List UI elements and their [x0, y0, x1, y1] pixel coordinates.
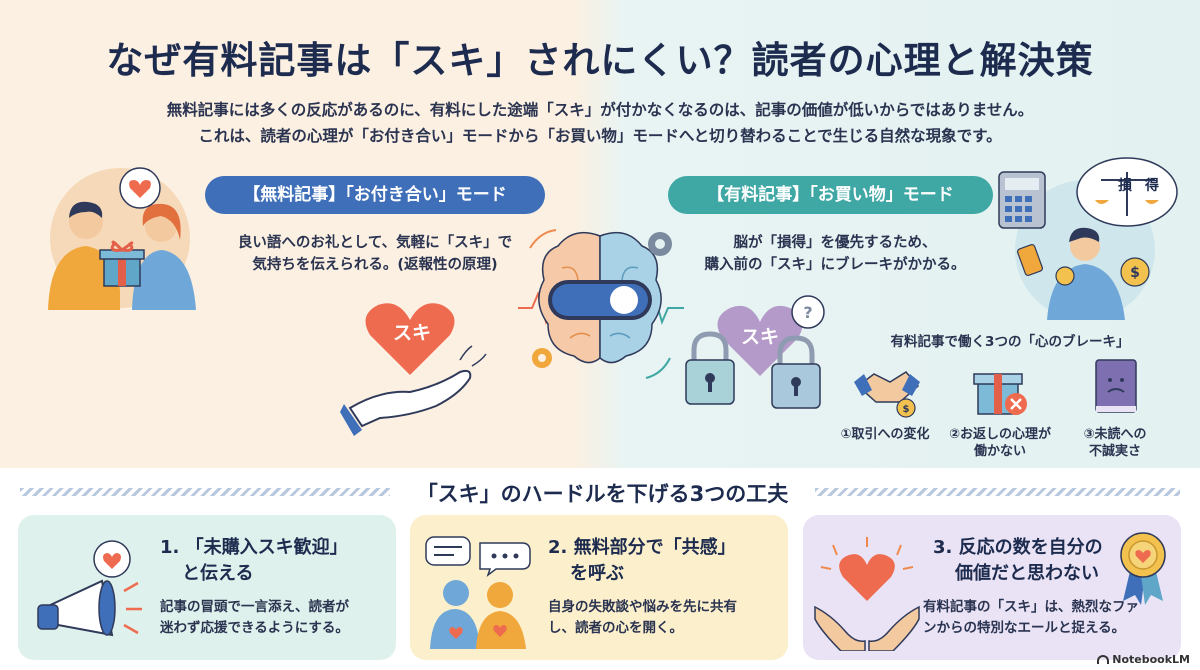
shopper-illustration: $ — [998, 157, 1178, 320]
svg-text:$: $ — [1130, 265, 1140, 281]
brake-3-line-1: ③未読への — [1083, 427, 1147, 442]
tip-3-body-line-1: 有料記事の「スキ」は、熱烈なファ — [923, 599, 1139, 615]
tip-1-title-line-2: と伝える — [182, 563, 254, 584]
megaphone-icon — [37, 540, 142, 637]
sad-book-icon — [1095, 359, 1137, 413]
brake-item-3: ③未読への 不誠実さ — [1065, 426, 1165, 460]
brakes-title: 有料記事で働く3つの「心のブレーキ」 — [890, 334, 1130, 350]
scale-left-label: 損 — [1118, 178, 1132, 194]
tip-3-body: 有料記事の「スキ」は、熱烈なファ ンからの特別なエールと捉える。 — [923, 597, 1175, 639]
scale-right-label: 得 — [1145, 178, 1159, 194]
paid-desc-line-2: 購入前の「スキ」にブレーキがかかる。 — [704, 257, 966, 273]
intro-line-1: 無料記事には多くの反応があるのに、有料にした途端「スキ」が付かなくなるのは、記事… — [166, 101, 1034, 119]
tip-3-title: 3. 反応の数を自分の 価値だと思わない — [933, 535, 1123, 587]
tip-3-body-line-2: ンからの特別なエールと捉える。 — [923, 620, 1126, 636]
brand-name: NotebookLM — [1112, 653, 1190, 666]
tip-1-title-line-1: 1. 「未購入スキ歓迎」 — [160, 537, 348, 558]
free-desc-line-1: 良い語へのお礼として、気軽に「スキ」で — [237, 235, 513, 251]
gift-declined-icon — [973, 373, 1027, 415]
brake-2-line-1: ②お返しの心理が — [948, 427, 1051, 442]
brake-3-line-2: 不誠実さ — [1088, 444, 1141, 459]
intro-line-2: これは、読者の心理が「お付き合い」モードから「お買い物」モードへと切り替わること… — [198, 127, 1002, 145]
medal-icon — [1120, 532, 1166, 605]
tips-title: 「スキ」のハードルを下げる3つの工夫 — [416, 482, 789, 506]
notebooklm-logo-icon — [1097, 655, 1110, 664]
tip-1-body: 記事の冒頭で一言添え、読者が 迷わず応援できるようにする。 — [160, 597, 392, 639]
tip-3-title-line-2: 価値だと思わない — [955, 563, 1099, 584]
tip-2-title-line-1: 2. 無料部分で「共感」 — [548, 537, 736, 558]
tip-1-body-line-2: 迷わず応援できるようにする。 — [160, 620, 349, 636]
page-title: なぜ有料記事は「スキ」されにくい？読者の心理と解決策 — [106, 39, 1094, 82]
gift-exchange-illustration — [48, 167, 196, 310]
tip-card-2: 2. 無料部分で「共感」 を呼ぶ 自身の失敗談や悩みを先に共有 し、読者の心を開… — [410, 515, 788, 660]
svg-text:?: ? — [803, 303, 812, 322]
tip-2-body: 自身の失敗談や悩みを先に共有 し、読者の心を開く。 — [548, 597, 784, 639]
tip-2-title-line-2: を呼ぶ — [570, 563, 624, 584]
empathy-people-icon — [425, 536, 531, 649]
tip-3-title-line-1: 3. 反応の数を自分の — [933, 537, 1103, 558]
brand-footer: NotebookLM — [1097, 653, 1190, 666]
paid-heart-label: スキ — [740, 326, 779, 348]
heart-on-hand-illustration — [340, 303, 487, 436]
free-mode-description: 良い語へのお礼として、気軽に「スキ」で 気持ちを伝えられる。(返報性の原理) — [215, 232, 535, 276]
decorative-stripe-left — [20, 488, 390, 496]
tip-1-title: 1. 「未購入スキ歓迎」 と伝える — [160, 535, 390, 587]
paid-mode-pill: 【有料記事】「お買い物」モード — [668, 176, 993, 214]
tip-2-title: 2. 無料部分で「共感」 を呼ぶ — [548, 535, 783, 587]
brake-2-line-2: 働かない — [973, 444, 1026, 459]
brake-1-line-1: ①取引への変化 — [840, 427, 930, 442]
paid-mode-description: 脳が「損得」を優先するため、 購入前の「スキ」にブレーキがかかる。 — [680, 232, 990, 276]
free-heart-label: スキ — [392, 322, 431, 344]
tip-card-3: 3. 反応の数を自分の 価値だと思わない 有料記事の「スキ」は、熱烈なファ ンか… — [803, 515, 1181, 660]
decorative-stripe-right — [815, 488, 1180, 496]
tip-2-body-line-2: し、読者の心を開く。 — [548, 620, 683, 636]
locked-heart-illustration: ? — [685, 295, 825, 409]
free-mode-pill: 【無料記事】「お付き合い」モード — [205, 176, 545, 214]
tip-card-1: 1. 「未購入スキ歓迎」 と伝える 記事の冒頭で一言添え、読者が 迷わず応援でき… — [18, 515, 396, 660]
free-desc-line-2: 気持ちを伝えられる。(返報性の原理) — [252, 257, 498, 273]
paid-desc-line-1: 脳が「損得」を優先するため、 — [733, 235, 937, 251]
brain-switch-illustration — [518, 229, 684, 379]
brake-item-2: ②お返しの心理が 働かない — [945, 426, 1055, 460]
heart-in-hands-icon — [814, 537, 920, 651]
svg-text:$: $ — [903, 404, 910, 415]
handshake-icon: $ — [854, 371, 920, 418]
tip-1-body-line-1: 記事の冒頭で一言添え、読者が — [160, 599, 349, 615]
tip-2-body-line-1: 自身の失敗談や悩みを先に共有 — [548, 599, 737, 615]
brake-item-1: ①取引への変化 — [830, 426, 940, 443]
